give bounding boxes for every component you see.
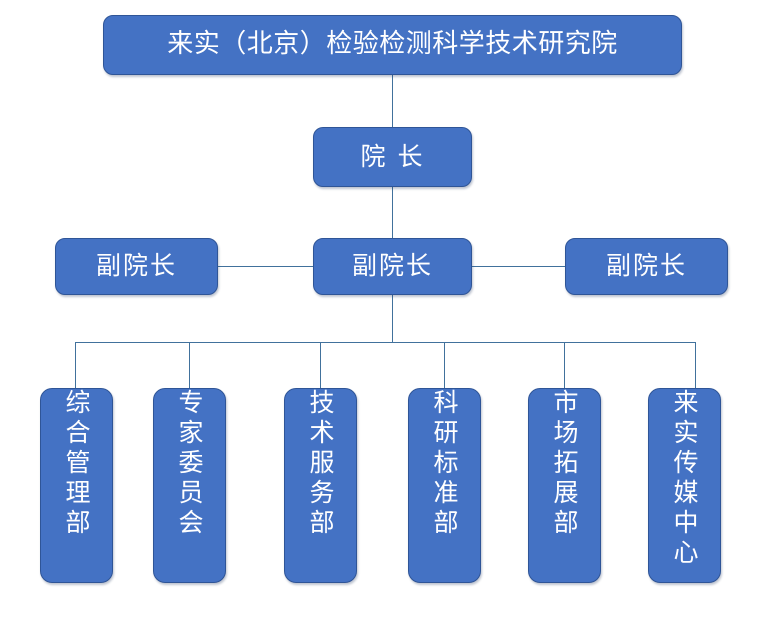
node-dept-research-standards[interactable]: 科研标准部: [408, 388, 481, 583]
node-vice-president-left-label: 副院长: [95, 251, 177, 281]
connector-drop-dept-1: [75, 342, 76, 388]
node-dept-general-management-label: 综合管理部: [62, 389, 91, 539]
node-vice-president-center-label: 副院长: [351, 251, 433, 281]
node-institute-label: 来实（北京）检验检测科学技术研究院: [167, 29, 618, 60]
connector-vp-to-departments: [392, 295, 393, 342]
node-president-label: 院 长: [360, 141, 425, 171]
node-dept-market-development[interactable]: 市场拓展部: [528, 388, 601, 583]
connector-drop-dept-3: [320, 342, 321, 388]
node-dept-laishi-media-center-label: 来实传媒中心: [670, 389, 699, 569]
connector-vp-right-horizontal: [472, 266, 565, 267]
node-dept-laishi-media-center[interactable]: 来实传媒中心: [648, 388, 721, 583]
connector-drop-dept-5: [564, 342, 565, 388]
node-dept-research-standards-label: 科研标准部: [430, 389, 459, 539]
connector-institute-to-president: [392, 75, 393, 127]
node-vice-president-center[interactable]: 副院长: [313, 238, 472, 295]
node-dept-general-management[interactable]: 综合管理部: [40, 388, 113, 583]
node-dept-expert-committee[interactable]: 专家委员会: [153, 388, 226, 583]
node-vice-president-right-label: 副院长: [605, 251, 687, 281]
connector-drop-dept-2: [189, 342, 190, 388]
node-president[interactable]: 院 长: [313, 127, 472, 187]
connector-president-to-vp: [392, 187, 393, 238]
connector-drop-dept-6: [695, 342, 696, 388]
node-dept-market-development-label: 市场拓展部: [550, 389, 579, 539]
node-dept-technical-service[interactable]: 技术服务部: [284, 388, 357, 583]
connector-drop-dept-4: [444, 342, 445, 388]
node-dept-technical-service-label: 技术服务部: [306, 389, 335, 539]
connector-vp-left-horizontal: [218, 266, 313, 267]
node-vice-president-right[interactable]: 副院长: [565, 238, 728, 295]
connector-department-bus: [75, 342, 696, 343]
node-dept-expert-committee-label: 专家委员会: [175, 389, 204, 539]
node-institute[interactable]: 来实（北京）检验检测科学技术研究院: [103, 15, 682, 75]
node-vice-president-left[interactable]: 副院长: [55, 238, 218, 295]
